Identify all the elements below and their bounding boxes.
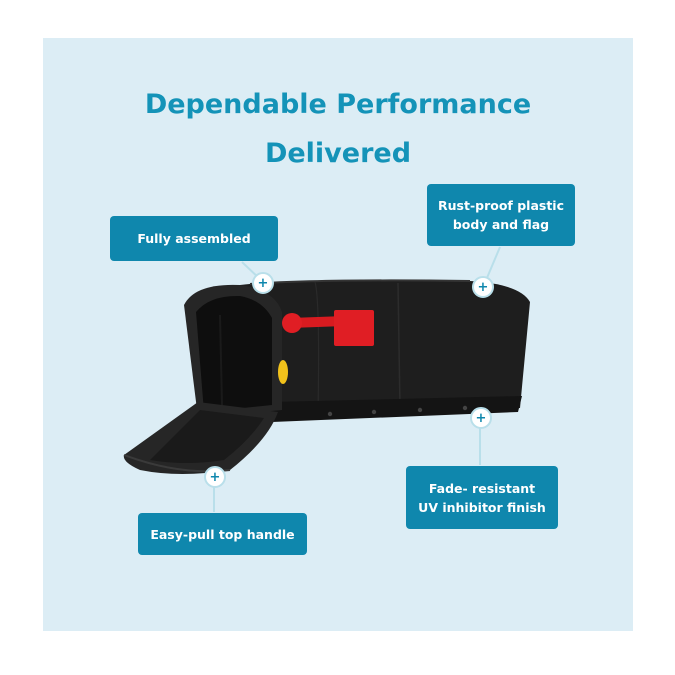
plus-icon: + xyxy=(257,275,269,291)
plus-icon: + xyxy=(209,469,221,485)
headline-line-2: Delivered xyxy=(264,138,412,169)
callout-fully-assembled: Fully assembled xyxy=(110,216,278,261)
latch xyxy=(278,360,288,384)
hotspot-fade-resistant[interactable]: + xyxy=(470,407,492,429)
flag-pivot xyxy=(282,313,302,333)
flag-panel xyxy=(334,310,374,346)
flag-arm xyxy=(290,316,345,328)
plus-icon: + xyxy=(475,410,487,426)
headline-line-1: Dependable Performance xyxy=(144,89,532,120)
callout-easy-pull: Easy-pull top handle xyxy=(138,513,307,555)
mailbox-base xyxy=(270,396,522,422)
mailbox-body xyxy=(240,280,530,420)
callout-rust-proof: Rust-proof plastic body and flag xyxy=(427,184,575,246)
hotspot-easy-pull[interactable]: + xyxy=(204,466,226,488)
mailbox-seam xyxy=(397,282,401,409)
mailbox-interior xyxy=(196,295,272,412)
callout-fade-resistant: Fade- resistant UV inhibitor finish xyxy=(406,466,558,529)
plus-icon: + xyxy=(477,279,489,295)
hotspot-rust-proof[interactable]: + xyxy=(472,276,494,298)
hotspot-fully-assembled[interactable]: + xyxy=(252,272,274,294)
mailbox-door-inner xyxy=(150,410,264,463)
mailbox xyxy=(123,279,530,474)
